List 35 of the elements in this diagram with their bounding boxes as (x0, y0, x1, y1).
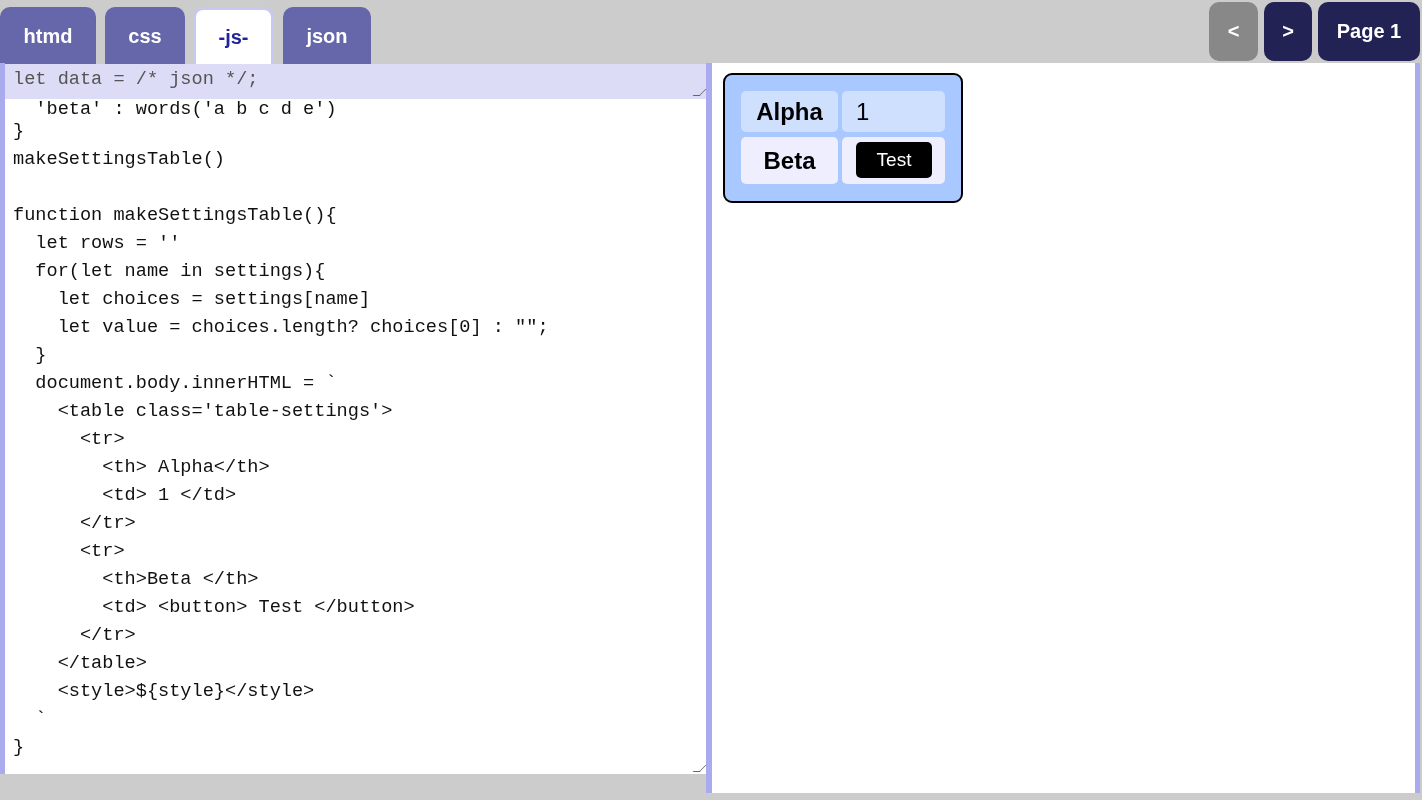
tab: css (105, 7, 185, 65)
code-line: <th> Alpha</th> (101, 457, 270, 479)
code-line: <style>${style}</style> (56, 681, 315, 703)
tab: htmd (0, 7, 96, 65)
code-line: } (13, 121, 25, 143)
page-button: Page 1 (1318, 2, 1420, 61)
input-field: let data = /* json */; (5, 64, 706, 99)
code-line: <td> <button> Test </button> (101, 597, 415, 619)
code-line: for(let name in settings){ (34, 261, 326, 283)
value-cell: 1 (842, 91, 945, 132)
code-line: 'beta' : words('a b c d e') (34, 99, 337, 121)
code-line: </tr> (78, 513, 136, 535)
code-line: </table> (56, 653, 147, 675)
code-line: ` (34, 709, 47, 731)
code-line: let rows = '' (34, 233, 181, 255)
code-line: document.body.innerHTML = ` (34, 373, 337, 395)
code-line: </tr> (78, 625, 136, 647)
header-cell: Beta (741, 137, 838, 184)
previous-button: < (1209, 2, 1258, 61)
code-line: <table class='table-settings'> (56, 401, 393, 423)
code-line: <td> 1 </td> (101, 485, 237, 507)
tab: -js- (193, 7, 274, 65)
code-line: makeSettingsTable() (13, 149, 225, 171)
header-cell: Alpha (741, 91, 838, 132)
next-button: > (1264, 2, 1312, 61)
code-line: function makeSettingsTable(){ (13, 205, 337, 227)
code-line: let choices = settings[name] (56, 289, 371, 311)
tab: json (283, 7, 371, 65)
code-line: } (13, 737, 25, 759)
code-line: <tr> (78, 541, 125, 563)
code-line: <tr> (78, 429, 125, 451)
code-line: <th>Beta </th> (101, 569, 259, 591)
button: Test (856, 142, 932, 178)
code-line: let value = choices.length? choices[0] : ""; (56, 317, 549, 339)
code-line: } (34, 345, 47, 367)
